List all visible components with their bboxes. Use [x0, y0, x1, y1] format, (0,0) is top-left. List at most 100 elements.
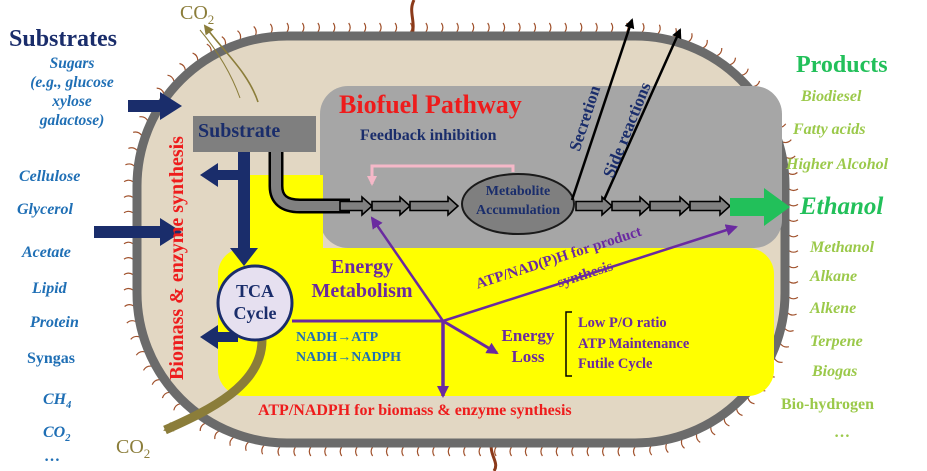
pilus	[716, 47, 723, 57]
pathway-chevron	[611, 195, 652, 217]
pilus	[123, 257, 134, 260]
pilus	[702, 39, 708, 49]
tca-to-biomass-head	[200, 325, 218, 349]
pilus	[540, 446, 543, 457]
pilus	[401, 446, 404, 457]
pilus	[610, 22, 614, 33]
pilus	[123, 287, 134, 291]
co2-top-label: CO2	[180, 2, 215, 27]
pilus	[161, 391, 170, 399]
biomass-enzyme-synthesis-label: Biomass & enzyme synthesis	[166, 136, 188, 380]
pilus	[348, 22, 351, 33]
pilus	[123, 195, 134, 198]
pilus	[253, 25, 257, 36]
pilus	[151, 379, 160, 385]
pilus	[502, 22, 506, 33]
pilus	[723, 418, 730, 427]
pilus	[571, 446, 574, 457]
substrate-item: CH4	[43, 391, 72, 412]
tca-cycle-circle	[216, 264, 294, 342]
pilus	[123, 241, 134, 245]
pilus	[680, 439, 685, 449]
pilus	[416, 446, 420, 457]
substrate-to-tca-line	[238, 152, 250, 250]
pilus	[199, 422, 206, 432]
pilus	[695, 434, 701, 443]
pilus	[782, 139, 792, 144]
co2-top-arrow-2	[199, 29, 241, 99]
pilus	[156, 87, 165, 94]
pilus	[487, 22, 490, 33]
product-item: Biodiesel	[801, 88, 862, 105]
pilus	[729, 57, 737, 66]
substrate-item: Syngas	[27, 350, 76, 367]
substrate-item: Lipid	[32, 280, 67, 297]
substrate-item: …	[44, 448, 60, 465]
sugars-line-2: (e.g., glucose	[30, 74, 114, 91]
pilus	[432, 446, 435, 457]
energy-loss-line-2: Loss	[511, 347, 545, 366]
nadh-atp-label: NADH→ATP	[296, 330, 379, 345]
pilus	[261, 444, 265, 455]
pilus	[752, 80, 761, 88]
pilus	[518, 22, 521, 33]
pilus	[548, 22, 552, 33]
pilus	[293, 446, 296, 457]
tca-cycle-label: TCA Cycle	[222, 280, 288, 324]
substrate-to-biomass-head	[200, 163, 218, 187]
pilus	[132, 131, 143, 136]
metabolite-label: Metabolite Accumulation	[470, 182, 566, 220]
pilus	[788, 203, 799, 207]
pilus	[440, 22, 444, 33]
pilus	[710, 427, 716, 436]
energy-metabolism-box	[218, 248, 774, 396]
substrate-box-label: Substrate	[198, 120, 281, 142]
product-item: Methanol	[810, 239, 875, 256]
pilus	[379, 22, 382, 33]
energy-to-product-arrow	[442, 224, 738, 323]
pilus	[788, 250, 799, 253]
pilus	[788, 234, 799, 238]
feedback-inhibition-label: Feedback inhibition	[360, 127, 497, 144]
sugars-line-4: galactose)	[39, 112, 105, 129]
metabolite-line-1: Metabolite	[485, 184, 551, 199]
energy-loss-label: Energy Loss	[497, 325, 559, 367]
loss-item: Low P/O ratio	[578, 315, 667, 331]
pilus	[779, 343, 790, 348]
pilus	[394, 22, 398, 33]
metabolite-accumulation	[461, 173, 575, 235]
substrate-item: Cellulose	[19, 168, 81, 185]
pilus	[447, 446, 451, 457]
energy-loss-arrow	[442, 319, 499, 355]
co2-top-arrow	[203, 24, 259, 103]
uptake-arrow-top	[128, 92, 182, 120]
product-item: …	[834, 424, 850, 441]
co2-bottom-label: CO2	[116, 436, 151, 461]
substrate-to-biomass-line	[214, 170, 240, 180]
pathway-chevron	[649, 195, 692, 217]
substrate-to-tca-head	[230, 248, 258, 266]
pilus	[788, 281, 799, 284]
pilus	[773, 358, 783, 363]
tca-to-biomass-line	[214, 332, 238, 342]
pilus	[641, 22, 645, 33]
loss-items: Low P/O ratio ATP Maintenance Futile Cyc…	[578, 313, 689, 375]
tca-line-1: TCA	[235, 281, 274, 301]
pilus	[788, 172, 798, 175]
pilus	[632, 446, 636, 457]
pilus	[509, 446, 513, 457]
sugars-line-3: xylose	[52, 93, 92, 110]
loss-item: Futile Cycle	[578, 356, 653, 372]
pathway-chevron	[339, 195, 374, 217]
flagellum-top	[410, 0, 416, 37]
energy-metabolism-label: Energy Metabolism	[292, 255, 432, 303]
pilus	[269, 23, 273, 34]
pilus	[355, 446, 358, 457]
pilus	[125, 163, 135, 167]
substrate-item: Glycerol	[17, 201, 73, 218]
pilus	[123, 179, 134, 183]
pilus	[471, 22, 475, 33]
product-item: Terpene	[810, 333, 863, 350]
pilus	[494, 446, 497, 457]
pilus	[555, 446, 559, 457]
